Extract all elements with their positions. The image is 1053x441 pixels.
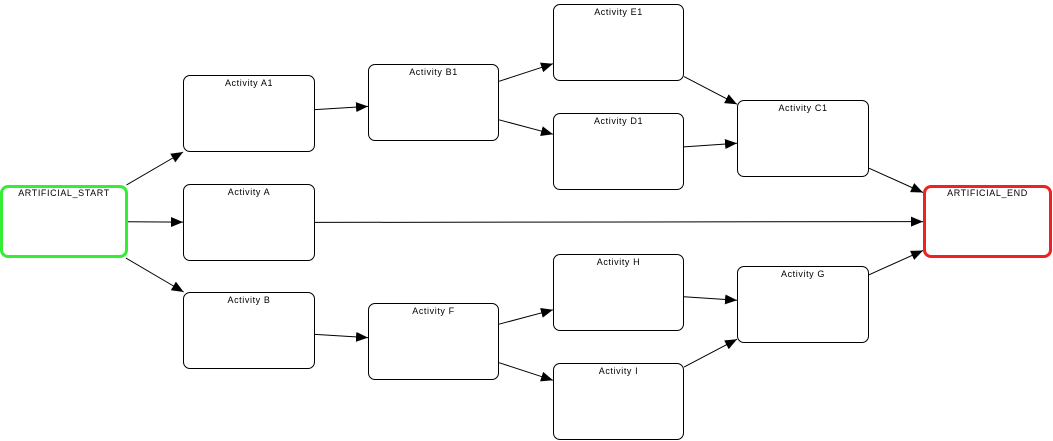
node-activity-g[interactable]: Activity G — [737, 266, 869, 343]
edge-activity-f-to-activity-i — [498, 362, 554, 382]
node-activity-h[interactable]: Activity H — [553, 254, 684, 331]
node-activity-i[interactable]: Activity I — [553, 363, 684, 440]
node-artificial-start[interactable]: ARTIFICIAL_START — [0, 185, 128, 258]
node-artificial-end[interactable]: ARTIFICIAL_END — [923, 185, 1052, 258]
node-label: Activity I — [598, 366, 639, 376]
node-label: Activity F — [412, 306, 455, 316]
node-label: Activity C1 — [778, 103, 828, 113]
node-label: Activity A — [227, 187, 271, 197]
node-activity-e1[interactable]: Activity E1 — [553, 4, 684, 81]
node-activity-d1[interactable]: Activity D1 — [553, 113, 684, 190]
edge-activity-a-to-artificial-end — [314, 216, 924, 227]
node-activity-a[interactable]: Activity A — [183, 184, 315, 261]
edge-activity-h-to-activity-g — [683, 294, 738, 305]
node-label: Activity B1 — [409, 67, 458, 77]
edge-activity-b1-to-activity-e1 — [498, 62, 554, 82]
node-activity-c1[interactable]: Activity C1 — [737, 100, 869, 177]
edge-activity-g-to-artificial-end — [868, 250, 924, 276]
edge-artificial-start-to-activity-b — [125, 257, 184, 293]
node-label: Activity D1 — [593, 116, 644, 126]
edge-activity-e1-to-activity-c1 — [683, 76, 738, 105]
edge-activity-i-to-activity-g — [683, 338, 738, 368]
node-activity-a1[interactable]: Activity A1 — [183, 75, 315, 152]
node-activity-f[interactable]: Activity F — [368, 303, 499, 380]
edge-activity-a1-to-activity-b1 — [314, 102, 369, 113]
edge-activity-f-to-activity-h — [498, 308, 554, 325]
edge-activity-b-to-activity-f — [314, 331, 369, 342]
edge-activity-d1-to-activity-c1 — [683, 139, 738, 150]
node-label: Activity A1 — [224, 78, 274, 88]
edge-activity-c1-to-artificial-end — [868, 167, 924, 193]
edge-artificial-start-to-activity-a1 — [126, 151, 184, 186]
node-label: Activity H — [596, 257, 641, 267]
node-activity-b1[interactable]: Activity B1 — [368, 64, 499, 141]
node-label: ARTIFICIAL_START — [18, 188, 110, 198]
node-label: Activity B — [227, 295, 271, 305]
node-label: ARTIFICIAL_END — [947, 188, 1028, 198]
node-label: Activity G — [780, 269, 825, 279]
edge-activity-b1-to-activity-d1 — [498, 119, 554, 136]
node-activity-b[interactable]: Activity B — [183, 292, 315, 369]
node-label: Activity E1 — [594, 7, 643, 17]
